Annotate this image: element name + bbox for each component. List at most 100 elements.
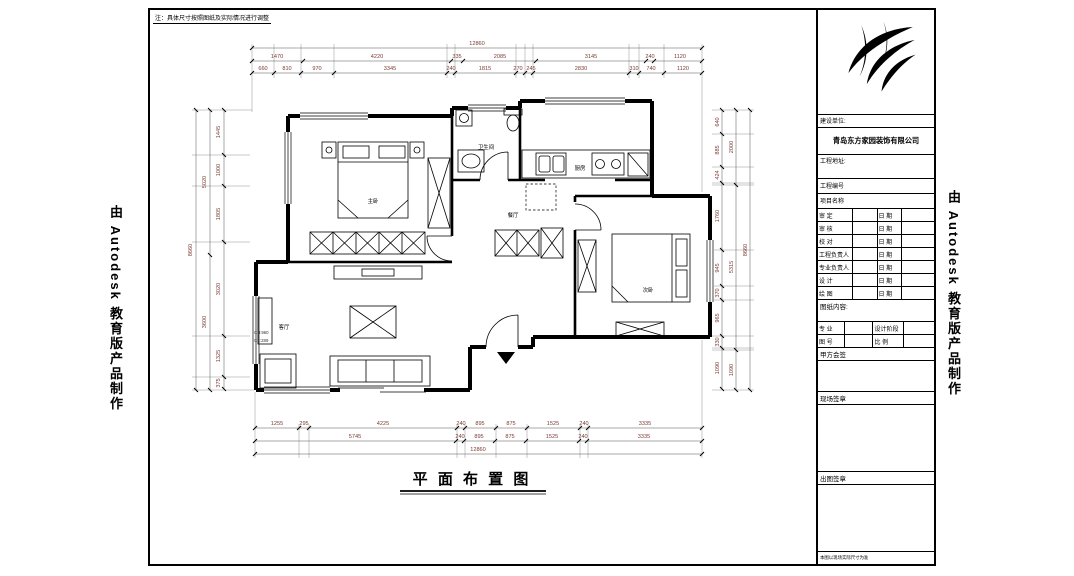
dim-label: 1805 [216, 208, 222, 220]
meta-blank-cell [903, 334, 934, 348]
bedroom2-furniture [577, 233, 691, 337]
ceiling-height-label: CH:960 [254, 330, 269, 335]
sign-role-label: 专业负责人 [818, 260, 854, 274]
sign-role-label: 校 对 [818, 234, 854, 248]
dim-label: 8660 [743, 244, 749, 256]
dim-label: 240 [579, 421, 588, 427]
dim-label: 885 [715, 145, 721, 154]
drawing-content-label: 图纸内容: [818, 300, 934, 322]
dim-label: 3600 [202, 316, 208, 328]
project-no-label: 工程编号 [818, 179, 934, 194]
room-label-master: 主卧 [368, 197, 379, 205]
dim-label: 1525 [546, 434, 558, 440]
dim-label: 810 [282, 66, 291, 72]
dim-label: 740 [646, 66, 655, 72]
plan-title: 平 面 布 置 图 [413, 470, 532, 488]
owner-label: 建设单位: [818, 115, 934, 128]
dim-label: 12860 [470, 447, 486, 453]
sign-blank-cell [852, 260, 878, 274]
top-dimensions: 12860 1470 4220 335 2085 3145 240 1120 6… [258, 41, 689, 72]
interior-walls [288, 108, 652, 337]
meta-label: 设计阶段 [872, 322, 904, 335]
dim-label: 310 [629, 66, 638, 72]
sign-blank-cell [852, 209, 878, 222]
dim-label: 660 [258, 66, 267, 72]
sheet-frame: 注：具体尺寸按照图纸及实际情况进行调整 [148, 8, 936, 566]
dim-label: 240 [446, 66, 455, 72]
dim-label: 1445 [216, 126, 222, 138]
meta-label: 图 号 [818, 334, 845, 348]
sign-blank-cell [901, 247, 934, 261]
top-note: 注：具体尺寸按照图纸及实际情况进行调整 [153, 13, 272, 24]
dim-label: 5020 [202, 176, 208, 188]
dim-label: 3335 [638, 434, 650, 440]
kitchen-fixtures [521, 149, 651, 179]
sign-role-label: 绘 图 [818, 286, 854, 300]
bathroom-fixtures [455, 108, 523, 173]
left-edge-text: 由 Autodesk 教育版产品制作 [108, 205, 123, 412]
issue-seal-space [818, 485, 934, 552]
dim-label: 1760 [715, 210, 721, 222]
dim-label: 2085 [494, 54, 506, 60]
plan-title-group: 平 面 布 置 图 [400, 470, 546, 495]
dim-label: 1000 [216, 164, 222, 176]
dim-label: 295 [299, 421, 308, 427]
project-name-label: 项目名称 [818, 194, 934, 209]
dim-label: 12860 [469, 41, 485, 47]
client-sign-label: 甲方会签 [818, 348, 934, 361]
sign-blank-cell [901, 221, 934, 235]
meta-blank-cell [844, 322, 874, 335]
dim-label: 245 [526, 66, 535, 72]
dim-label: 4220 [371, 54, 383, 60]
room-labels: 主卧 卫生间 厨房 次卧 客厅 餐厅 CH:960 CE:289 [254, 143, 661, 343]
right-edge-text: 由 Autodesk 教育版产品制作 [946, 190, 961, 397]
dimension-ticks [193, 45, 753, 457]
sign-date-label: 日 期 [877, 221, 902, 235]
hall-cabinets [494, 183, 564, 259]
dim-label: 895 [475, 421, 484, 427]
dim-label: 945 [715, 263, 721, 272]
dim-label: 1090 [715, 362, 721, 374]
sign-date-label: 日 期 [877, 209, 902, 222]
dim-label: 4225 [377, 421, 389, 427]
sign-blank-cell [852, 221, 878, 235]
master-bedroom-furniture [309, 141, 451, 255]
dim-label: 1815 [479, 66, 491, 72]
dim-label: 1525 [547, 421, 559, 427]
project-address-label: 工程地址: [818, 155, 934, 179]
sign-blank-cell [901, 260, 934, 274]
sign-blank-cell [852, 286, 878, 300]
sign-date-label: 日 期 [877, 273, 902, 287]
sign-date-label: 日 期 [877, 260, 902, 274]
dim-label: 3345 [384, 66, 396, 72]
company-name: 青岛东方家园装饰有限公司 [818, 128, 934, 155]
client-sign-space [818, 361, 934, 392]
dim-label: 1255 [271, 421, 283, 427]
room-label-kitchen: 厨房 [575, 164, 586, 172]
dim-label: 640 [715, 117, 721, 126]
dim-label: 3145 [585, 54, 597, 60]
dim-label: 1470 [271, 54, 283, 60]
floor-plan: 12860 1470 4220 335 2085 3145 240 1120 6… [188, 41, 754, 495]
dim-label: 2000 [729, 141, 735, 153]
sign-blank-cell [901, 286, 934, 300]
sign-role-label: 审 定 [818, 209, 854, 222]
ceiling-elevation-label: CE:289 [254, 338, 269, 343]
room-label-dining: 餐厅 [508, 211, 519, 219]
dim-label: 2830 [575, 66, 587, 72]
sign-role-label: 审 核 [818, 221, 854, 235]
meta-label: 比 例 [872, 334, 904, 348]
signature-table: 审 定日 期 审 核日 期 校 对日 期 工程负责人日 期 专业负责人日 期 设… [818, 209, 934, 300]
sign-date-label: 日 期 [877, 247, 902, 261]
meta-table: 专 业设计阶段 图 号比 例 [818, 322, 934, 348]
sign-date-label: 日 期 [877, 234, 902, 248]
dim-label: 5745 [349, 434, 361, 440]
right-dimensions: 640 885 424 1760 945 370 965 330 1090 20… [715, 117, 749, 376]
sign-blank-cell [852, 234, 878, 248]
dim-label: 895 [474, 434, 483, 440]
meta-blank-cell [844, 334, 874, 348]
windows [252, 97, 714, 394]
dim-label: 965 [715, 313, 721, 322]
titleblock-footnote: 本图以现场实际尺寸为准 [820, 555, 869, 560]
